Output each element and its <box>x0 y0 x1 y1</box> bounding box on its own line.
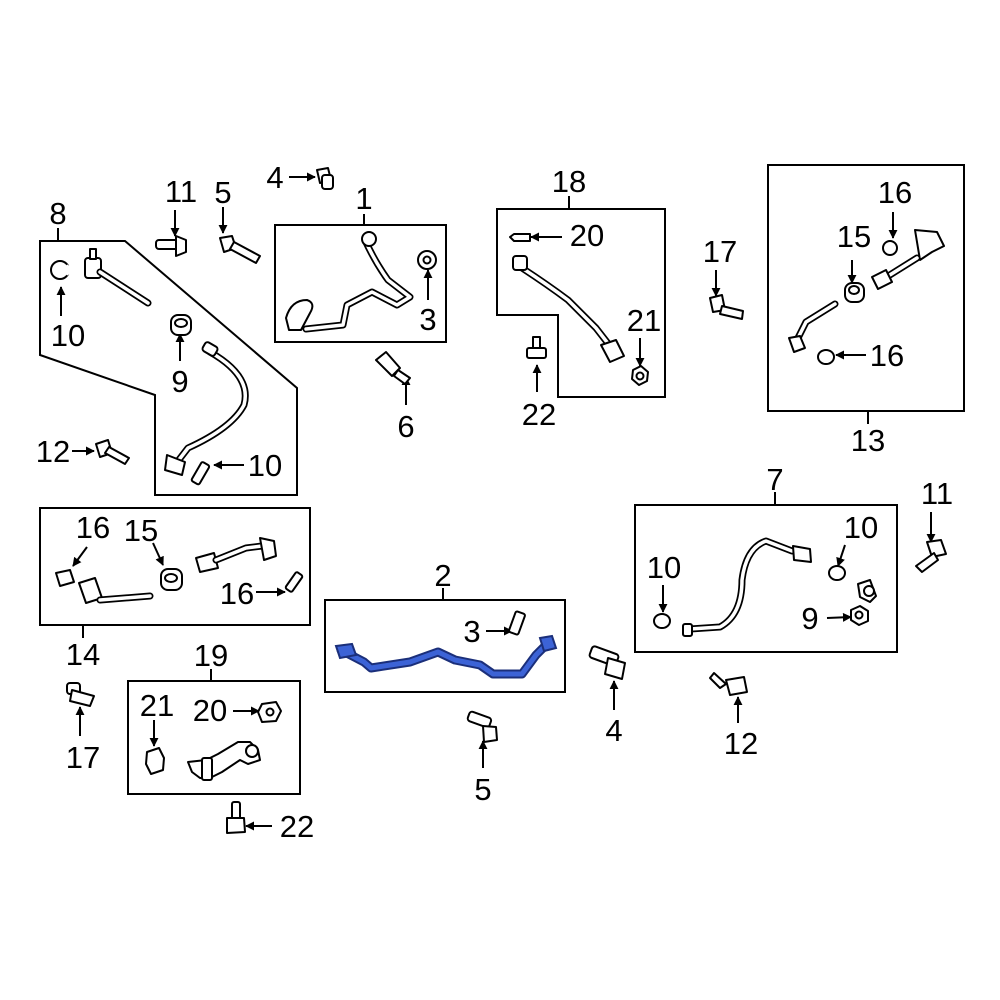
bolt-4b-icon <box>588 645 626 680</box>
callout-11-left: 11 <box>165 174 197 209</box>
callout-10-d: 10 <box>844 510 878 545</box>
callout-16-d: 16 <box>220 576 254 611</box>
callout-2: 2 <box>434 558 451 593</box>
nut-20b-icon <box>257 701 282 723</box>
sleeve-20-icon <box>509 233 531 242</box>
washer-16c-icon <box>55 569 75 587</box>
bolt-4-icon <box>316 167 334 190</box>
bolt-12-icon <box>95 439 130 465</box>
group-box-13 <box>767 164 965 412</box>
callout-21-top: 21 <box>627 303 661 338</box>
hose-14-icon <box>195 537 277 573</box>
group-box-2 <box>324 599 566 693</box>
sleeve-10-icon <box>190 461 211 486</box>
washer-10d-icon <box>828 565 846 581</box>
callout-7: 7 <box>766 462 783 497</box>
callout-14: 14 <box>66 637 100 672</box>
callout-3-bottom: 3 <box>463 614 480 649</box>
group-box-8 <box>39 240 298 496</box>
washer-10c-icon <box>653 613 671 629</box>
callout-9-right: 9 <box>801 601 818 636</box>
clip-10-icon <box>50 260 76 280</box>
sleeve-3b-icon <box>508 610 526 636</box>
callout-11-right: 11 <box>921 476 953 511</box>
pipe-13-icon <box>788 229 945 353</box>
callout-10-a: 10 <box>51 318 85 353</box>
arrows <box>56 172 936 831</box>
callout-labels: 1 2 3 3 4 4 5 5 6 7 8 9 9 10 10 10 10 11… <box>36 160 953 844</box>
callout-9-left: 9 <box>171 364 188 399</box>
callout-15-bottom: 15 <box>124 513 158 548</box>
washer-16b-icon <box>817 349 835 365</box>
bushing-15b-icon <box>160 568 183 591</box>
group-box-14 <box>39 507 311 626</box>
stud-22-icon <box>526 336 547 359</box>
group-box-7 <box>634 504 898 653</box>
callout-1: 1 <box>355 181 372 216</box>
callout-8: 8 <box>49 196 66 231</box>
callout-12-right: 12 <box>724 726 758 761</box>
group-box-18 <box>496 208 666 398</box>
washer-16-icon <box>882 240 898 256</box>
callout-20-top: 20 <box>570 218 604 253</box>
callout-12-left: 12 <box>36 434 70 469</box>
callout-5-top: 5 <box>214 175 231 210</box>
sensor-tube-icon <box>84 248 152 307</box>
callout-3-top: 3 <box>419 302 436 337</box>
pipe-14-icon <box>78 577 154 604</box>
callout-6: 6 <box>397 409 414 444</box>
nut-21-icon <box>631 365 649 386</box>
callout-17-left: 17 <box>66 740 100 775</box>
callout-22-bottom: 22 <box>280 809 314 844</box>
pipe-7-icon <box>682 537 812 637</box>
callout-22-top: 22 <box>522 397 556 432</box>
callout-17-right: 17 <box>703 234 737 269</box>
bolt-17b-icon <box>66 682 95 707</box>
pipe-8-icon <box>164 341 249 476</box>
fitting-19-icon <box>187 741 261 781</box>
callout-16-c: 16 <box>76 510 110 545</box>
bolt-17-icon <box>709 294 744 320</box>
bolt-5-icon <box>219 235 261 264</box>
bushing-15-icon <box>844 282 865 303</box>
callout-10-c: 10 <box>647 550 681 585</box>
callout-21-bottom: 21 <box>140 688 174 723</box>
callout-20-bottom: 20 <box>193 693 227 728</box>
callout-15-top: 15 <box>837 219 871 254</box>
pipe-2-highlighted <box>334 634 558 679</box>
callout-19: 19 <box>194 638 228 673</box>
callout-5-bottom: 5 <box>474 772 491 807</box>
bolt-12b-icon <box>709 672 748 696</box>
bolt-11b-icon <box>915 539 947 573</box>
callout-10-b: 10 <box>248 448 282 483</box>
sleeve-16d-icon <box>284 571 304 593</box>
callout-18: 18 <box>552 164 586 199</box>
callout-4-bottom: 4 <box>605 713 622 748</box>
pipe-1-icon <box>285 231 414 333</box>
group-box-19 <box>127 680 301 795</box>
nut-9-icon <box>850 605 869 626</box>
callout-13: 13 <box>851 423 885 458</box>
bolt-11-icon <box>155 235 187 257</box>
group-box-1 <box>274 224 447 343</box>
sensor-6-icon <box>375 351 411 385</box>
bolt-5b-icon <box>466 710 498 743</box>
nut-21b-icon <box>145 747 165 775</box>
pipe-18-icon <box>512 255 625 363</box>
callout-16-b: 16 <box>870 338 904 373</box>
callout-4-top: 4 <box>266 160 283 195</box>
callout-16-a: 16 <box>878 175 912 210</box>
bolt-22b-icon <box>226 801 246 834</box>
fitting-7-icon <box>857 579 877 603</box>
washer-9-icon <box>170 314 192 336</box>
washer-3-icon <box>417 250 437 270</box>
